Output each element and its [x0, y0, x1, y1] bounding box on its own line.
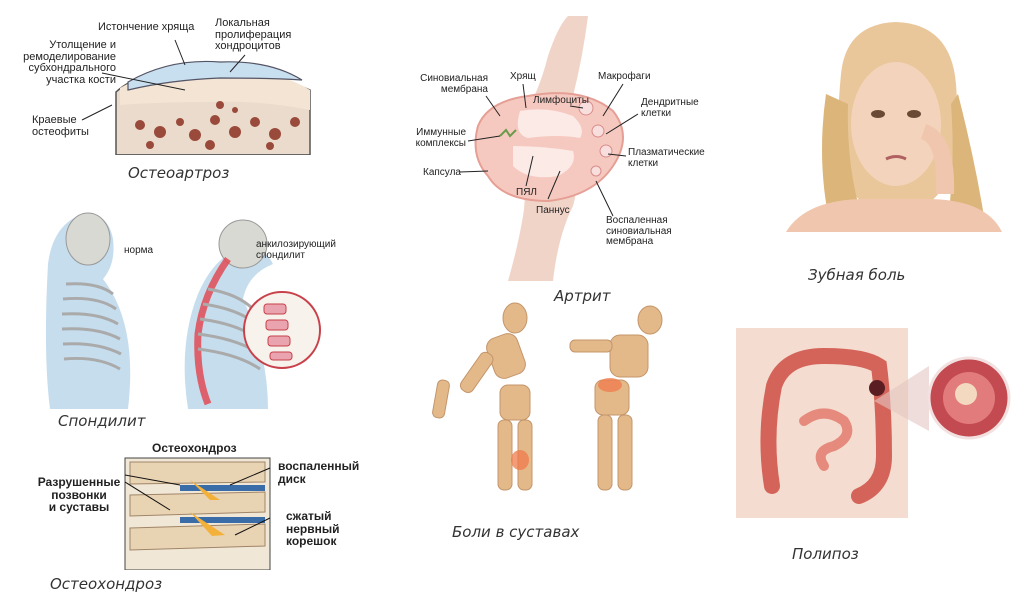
polyposis-caption: Полипоз: [792, 545, 859, 563]
label-inflamed-disc: воспаленный диск: [278, 459, 360, 486]
spondylitis-panel: норма анкилозирующий спондилит Спондилит: [38, 204, 338, 434]
label-macrophages: Макрофаги: [598, 71, 651, 82]
toothache-caption: Зубная боль: [808, 266, 906, 284]
joint-pain-illustration: [432, 302, 663, 491]
label-plasma-cells: Плазматические клетки: [628, 147, 705, 169]
spondylitis-illustration: [45, 212, 321, 409]
osteoarthrosis-panel: Истончение хряща Локальная пролиферация …: [20, 10, 320, 190]
osteochondrosis-caption: Остеохондроз: [50, 575, 163, 593]
label-subchondral-thickening: Утолщение и ремоделирование субхондральн…: [23, 39, 116, 86]
polyposis-illustration: [736, 328, 1011, 518]
joint-pain-panel: Боли в суставах: [420, 300, 690, 545]
polyposis-panel: Полипоз: [734, 326, 1034, 571]
label-capsule: Капсула: [423, 167, 461, 178]
arthritis-caption: Артрит: [554, 287, 611, 305]
label-ankylosing-spondylitis: анкилозирующий спондилит: [256, 239, 336, 261]
toothache-photo: [786, 22, 1002, 232]
label-cartilage: Хрящ: [510, 71, 536, 82]
label-marginal-osteophytes: Краевые остеофиты: [32, 114, 89, 138]
label-dendritic-cells: Дендритные клетки: [641, 97, 699, 119]
label-lymphocytes: Лимфоциты: [533, 95, 589, 106]
joint-pain-caption: Боли в суставах: [452, 523, 580, 541]
osteochondrosis-illustration: [124, 457, 271, 570]
toothache-panel: Зубная боль: [786, 14, 1006, 289]
label-pannus: Паннус: [536, 205, 570, 216]
osteochondrosis-title: Остеохондроз: [152, 441, 237, 455]
spondylitis-caption: Спондилит: [58, 412, 146, 430]
label-cartilage-thinning: Истончение хряща: [98, 21, 195, 33]
arthritis-illustration: [459, 16, 639, 281]
osteoarthrosis-caption: Остеоартроз: [128, 164, 230, 182]
osteoarthrosis-illustration: [81, 39, 311, 155]
label-pmn: ПЯЛ: [516, 187, 537, 198]
label-destroyed-vertebrae: Разрушенные позвонки и суставы: [37, 475, 121, 515]
label-chondrocyte-proliferation: Локальная пролиферация хондроцитов: [215, 17, 292, 53]
osteochondrosis-panel: Остеохондроз Разрушенные позвонки и суст…: [30, 440, 380, 600]
arthritis-panel: Синовиальная мембрана Хрящ Лимфоциты Мак…: [408, 16, 738, 311]
label-compressed-nerve-root: сжатый нервный корешок: [286, 509, 340, 549]
label-norm: норма: [124, 245, 154, 256]
label-synovial-membrane: Синовиальная мембрана: [420, 73, 488, 95]
label-inflamed-synovial: Воспаленная синовиальная мембрана: [606, 215, 672, 247]
label-immune-complexes: Иммунные комплексы: [415, 127, 466, 149]
